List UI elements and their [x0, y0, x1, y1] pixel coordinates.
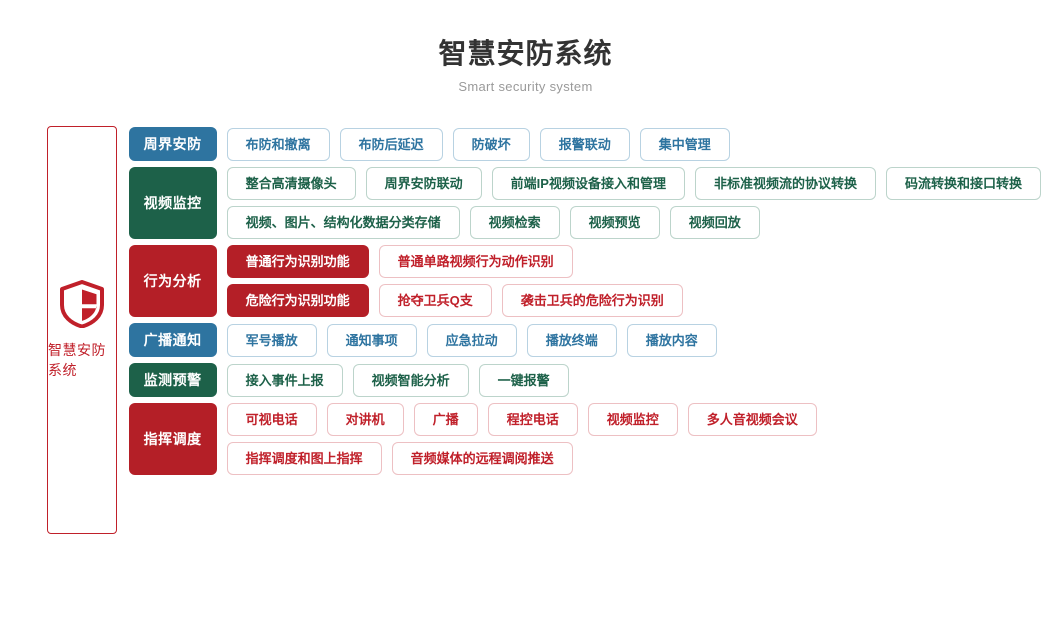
feature-line: 布防和撤离布防后延迟防破坏报警联动集中管理 [226, 127, 1051, 161]
feature-item[interactable]: 军号播放 [226, 323, 317, 357]
feature-group: 普通行为识别功能普通单路视频行为动作识别危险行为识别功能抢夺卫兵Q支袭击卫兵的危… [226, 245, 1051, 317]
feature-item[interactable]: 一键报警 [478, 363, 569, 397]
feature-item[interactable]: 周界安防联动 [365, 167, 482, 200]
feature-group-label[interactable]: 危险行为识别功能 [226, 284, 369, 317]
category-block[interactable]: 广播通知 [128, 323, 217, 357]
feature-line: 指挥调度和图上指挥音频媒体的远程调阅推送 [226, 442, 1051, 475]
feature-item[interactable]: 程控电话 [487, 403, 578, 436]
feature-group: 整合高清摄像头周界安防联动前端IP视频设备接入和管理非标准视频流的协议转换码流转… [226, 167, 1051, 239]
category-block[interactable]: 指挥调度 [128, 403, 217, 475]
shield-icon [59, 280, 105, 329]
feature-item[interactable]: 布防后延迟 [339, 127, 443, 161]
feature-group-label[interactable]: 普通行为识别功能 [226, 245, 369, 278]
feature-item[interactable]: 通知事项 [326, 323, 417, 357]
feature-group: 可视电话对讲机广播程控电话视频监控多人音视频会议指挥调度和图上指挥音频媒体的远程… [226, 403, 1051, 475]
feature-group: 接入事件上报视频智能分析一键报警 [226, 363, 1051, 397]
feature-item[interactable]: 视频智能分析 [352, 363, 469, 397]
feature-item[interactable]: 播放内容 [626, 323, 717, 357]
feature-line: 接入事件上报视频智能分析一键报警 [226, 363, 1051, 397]
page-title: 智慧安防系统 [438, 38, 613, 69]
feature-item[interactable]: 袭击卫兵的危险行为识别 [501, 284, 683, 317]
feature-item[interactable]: 视频回放 [669, 206, 760, 239]
feature-item[interactable]: 码流转换和接口转换 [885, 167, 1041, 200]
feature-group: 布防和撤离布防后延迟防破坏报警联动集中管理 [226, 127, 1051, 161]
category-row: 周界安防布防和撤离布防后延迟防破坏报警联动集中管理 [128, 127, 1051, 161]
category-rows: 周界安防布防和撤离布防后延迟防破坏报警联动集中管理视频监控整合高清摄像头周界安防… [128, 126, 1051, 481]
feature-line: 整合高清摄像头周界安防联动前端IP视频设备接入和管理非标准视频流的协议转换码流转… [226, 167, 1051, 200]
category-block[interactable]: 周界安防 [128, 127, 217, 161]
feature-item[interactable]: 广播 [413, 403, 478, 436]
feature-line: 危险行为识别功能抢夺卫兵Q支袭击卫兵的危险行为识别 [226, 284, 1051, 317]
feature-item[interactable]: 对讲机 [326, 403, 404, 436]
feature-item[interactable]: 指挥调度和图上指挥 [226, 442, 382, 475]
feature-item[interactable]: 音频媒体的远程调阅推送 [391, 442, 573, 475]
feature-line: 可视电话对讲机广播程控电话视频监控多人音视频会议 [226, 403, 1051, 436]
page-subtitle: Smart security system [458, 79, 593, 94]
root-node-label: 智慧安防系统 [48, 342, 106, 378]
feature-line: 普通行为识别功能普通单路视频行为动作识别 [226, 245, 1051, 278]
category-row: 视频监控整合高清摄像头周界安防联动前端IP视频设备接入和管理非标准视频流的协议转… [128, 167, 1051, 239]
feature-item[interactable]: 播放终端 [526, 323, 617, 357]
category-block[interactable]: 视频监控 [128, 167, 217, 239]
root-node-panel: 智慧安防系统 [47, 126, 117, 534]
category-block[interactable]: 监测预警 [128, 363, 217, 397]
feature-item[interactable]: 报警联动 [539, 127, 630, 161]
feature-item[interactable]: 视频预览 [569, 206, 660, 239]
system-architecture-diagram: 智慧安防系统 周界安防布防和撤离布防后延迟防破坏报警联动集中管理视频监控整合高清… [0, 126, 1051, 534]
category-row: 行为分析普通行为识别功能普通单路视频行为动作识别危险行为识别功能抢夺卫兵Q支袭击… [128, 245, 1051, 317]
category-row: 监测预警接入事件上报视频智能分析一键报警 [128, 363, 1051, 397]
feature-item[interactable]: 整合高清摄像头 [226, 167, 356, 200]
feature-item[interactable]: 布防和撤离 [226, 127, 330, 161]
feature-item[interactable]: 抢夺卫兵Q支 [378, 284, 492, 317]
category-block[interactable]: 行为分析 [128, 245, 217, 317]
feature-item[interactable]: 非标准视频流的协议转换 [694, 167, 876, 200]
feature-item[interactable]: 可视电话 [226, 403, 317, 436]
feature-group: 军号播放通知事项应急拉动播放终端播放内容 [226, 323, 1051, 357]
feature-item[interactable]: 视频、图片、结构化数据分类存储 [226, 206, 460, 239]
category-row: 广播通知军号播放通知事项应急拉动播放终端播放内容 [128, 323, 1051, 357]
feature-item[interactable]: 普通单路视频行为动作识别 [378, 245, 573, 278]
feature-item[interactable]: 防破坏 [452, 127, 530, 161]
page-header: 智慧安防系统 Smart security system [0, 0, 1051, 94]
feature-line: 军号播放通知事项应急拉动播放终端播放内容 [226, 323, 1051, 357]
feature-item[interactable]: 前端IP视频设备接入和管理 [491, 167, 685, 200]
feature-item[interactable]: 视频监控 [587, 403, 678, 436]
feature-item[interactable]: 接入事件上报 [226, 363, 343, 397]
feature-line: 视频、图片、结构化数据分类存储视频检索视频预览视频回放 [226, 206, 1051, 239]
feature-item[interactable]: 集中管理 [639, 127, 730, 161]
feature-item[interactable]: 视频检索 [469, 206, 560, 239]
feature-item[interactable]: 多人音视频会议 [687, 403, 817, 436]
category-row: 指挥调度可视电话对讲机广播程控电话视频监控多人音视频会议指挥调度和图上指挥音频媒… [128, 403, 1051, 475]
feature-item[interactable]: 应急拉动 [426, 323, 517, 357]
